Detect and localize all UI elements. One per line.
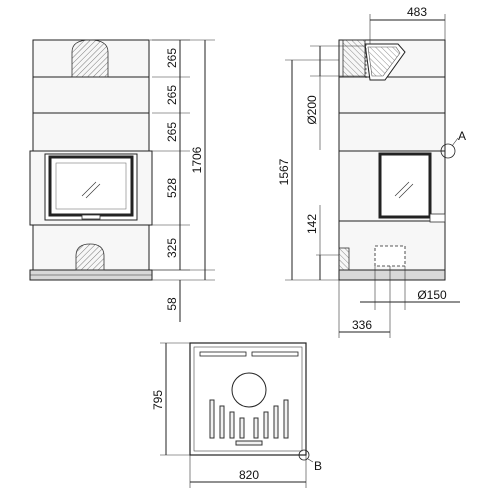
dim-flue-value: Ø200 xyxy=(305,95,319,125)
dim-offset-value: 336 xyxy=(352,318,372,332)
side-ledge xyxy=(429,213,446,223)
front-panel-2 xyxy=(32,76,150,114)
glass-inner-line xyxy=(55,162,127,210)
grille-slot xyxy=(253,417,259,439)
top-air-vent xyxy=(71,39,109,78)
plan-slot-right xyxy=(251,351,299,357)
side-glass-reflection-1 xyxy=(394,181,410,197)
plan-flue-circle xyxy=(231,372,267,408)
dim-front-2: 265 xyxy=(165,85,179,105)
dim-front-1: 265 xyxy=(165,48,179,68)
dim-inlet-value: 142 xyxy=(305,214,319,234)
glass-reflection-2 xyxy=(85,183,101,199)
grille-slot xyxy=(209,399,215,439)
dim-depth-value: 795 xyxy=(151,390,165,410)
side-glass-reflection-2 xyxy=(398,183,414,199)
side-glass xyxy=(378,152,432,219)
detail-a-label: A xyxy=(458,129,466,143)
glass-reflection-1 xyxy=(81,181,97,197)
detail-b-circle xyxy=(298,449,310,461)
grille-slot xyxy=(283,399,289,439)
flue-connector-inner xyxy=(367,46,401,77)
grille-slot xyxy=(273,405,279,439)
detail-b-leader xyxy=(307,458,314,463)
plan-slot-left xyxy=(199,351,247,357)
firebox-glass xyxy=(48,155,134,217)
detail-b-label: B xyxy=(314,459,322,473)
grille-slot xyxy=(229,411,235,439)
plan-view: 795 820 B xyxy=(151,342,322,488)
side-panel-2 xyxy=(338,76,446,114)
detail-a-circle xyxy=(440,143,456,159)
dim-height-value: 1567 xyxy=(277,158,291,185)
dim-side-top-value: 483 xyxy=(407,5,427,19)
dim-front-total: 1706 xyxy=(190,146,204,173)
dim-front-5: 325 xyxy=(165,238,179,258)
bottom-air-vent xyxy=(75,243,105,271)
side-panel-3 xyxy=(338,112,446,152)
detail-a-leader xyxy=(451,137,459,147)
plan-grille xyxy=(209,399,289,446)
door-handle xyxy=(81,214,101,220)
grille-slot xyxy=(239,417,245,439)
grille-slot xyxy=(263,411,269,439)
dim-front-3: 265 xyxy=(165,122,179,142)
dim-pipe-value: Ø150 xyxy=(417,288,447,302)
flue-hatch xyxy=(342,39,366,78)
dim-front-4: 528 xyxy=(165,178,179,198)
grille-slot-bottom xyxy=(235,440,263,446)
front-panel-3 xyxy=(32,112,150,152)
side-base xyxy=(338,269,446,281)
front-view: 265 265 265 528 325 1706 58 xyxy=(29,39,215,322)
dim-front-base: 58 xyxy=(165,297,179,311)
side-view: 483 Ø200 1567 142 Ø150 336 A xyxy=(277,5,466,338)
air-pipe-outline xyxy=(374,245,406,267)
dim-width-value: 820 xyxy=(239,468,259,482)
side-air-inlet xyxy=(338,247,350,271)
grille-slot xyxy=(219,405,225,439)
